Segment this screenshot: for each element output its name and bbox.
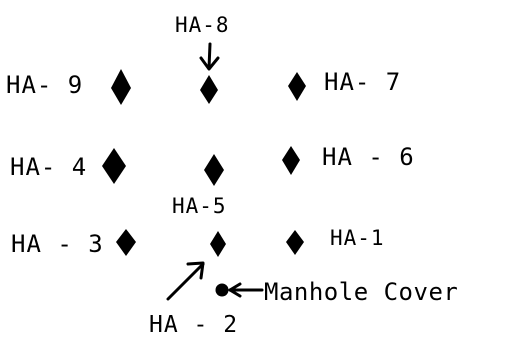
label-ha-7: HA- 7 <box>324 68 402 96</box>
diamond-icon-ha-8 <box>200 75 218 104</box>
diamond-icon-ha-4 <box>102 148 126 184</box>
label-manhole-cover: Manhole Cover <box>264 278 459 306</box>
label-ha-9: HA- 9 <box>6 71 84 99</box>
diamond-icon-ha-1 <box>286 230 304 255</box>
diamond-icon-ha-9 <box>111 69 131 105</box>
arrow-icon-ha-8 <box>199 42 220 71</box>
label-ha-6: HA - 6 <box>322 143 415 171</box>
diamond-icon-ha-3 <box>116 229 136 256</box>
diamond-icon-ha-2 <box>210 231 226 257</box>
label-ha-4: HA- 4 <box>10 153 88 181</box>
label-ha-2: HA - 2 <box>149 312 239 338</box>
diamond-icon-ha-6 <box>282 146 300 175</box>
filled-dot-icon <box>215 283 229 297</box>
label-ha-5: HA-5 <box>172 194 227 218</box>
label-ha-3: HA - 3 <box>11 230 104 258</box>
arrow-icon-ha-2 <box>166 261 205 301</box>
label-ha-8: HA-8 <box>175 13 230 37</box>
diamond-icon-ha-5 <box>204 154 224 186</box>
label-ha-1: HA-1 <box>330 226 385 250</box>
diamond-icon-ha-7 <box>288 72 306 101</box>
arrow-icon-manhole <box>228 282 264 298</box>
